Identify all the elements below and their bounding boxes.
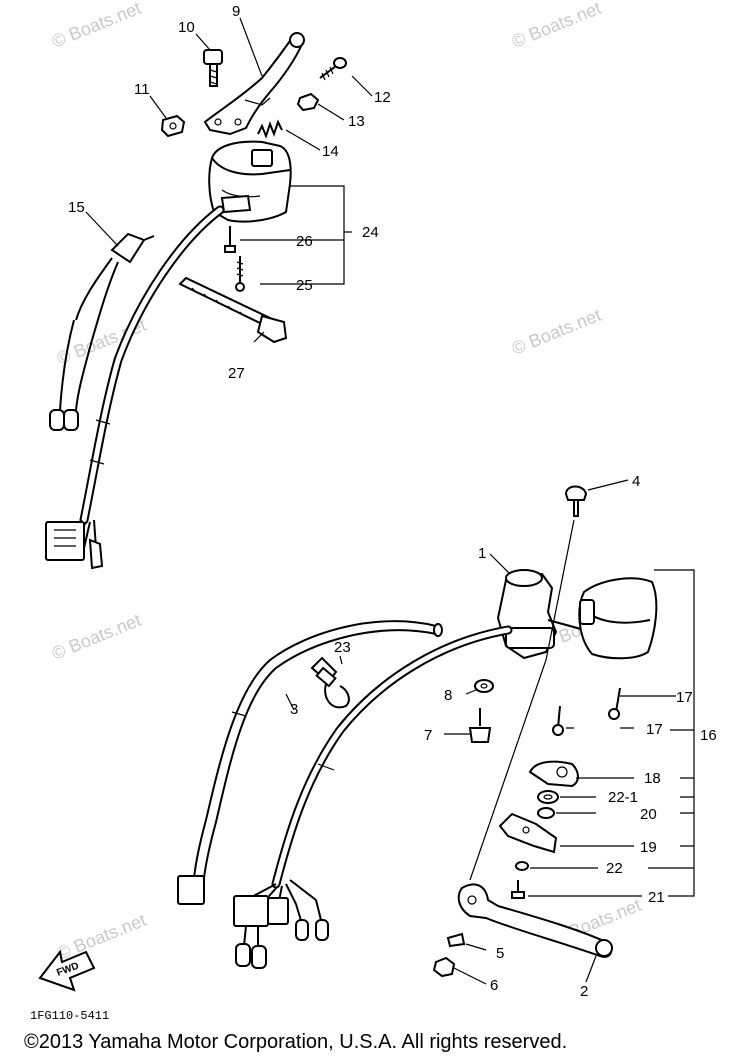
part-7-bolt <box>468 708 492 743</box>
watermark-2: © Boats.net <box>509 0 604 52</box>
callout-17b: 17 <box>646 721 663 738</box>
callout-4: 4 <box>632 473 640 490</box>
part-18-holder <box>528 760 579 788</box>
part-22-washer <box>515 861 529 871</box>
callout-20: 20 <box>640 806 657 823</box>
part-6-nut <box>432 956 456 978</box>
part-15-switch <box>49 232 155 431</box>
callout-bracket-24 <box>240 185 352 285</box>
callout-5: 5 <box>496 945 504 962</box>
part-9-lever <box>203 32 305 136</box>
callout-7: 7 <box>424 727 432 744</box>
part-12-screw <box>319 57 347 81</box>
lower-cable-harness <box>233 625 513 969</box>
callout-25: 25 <box>296 277 313 294</box>
leader-lines-upper <box>85 17 373 343</box>
copyright-notice: ©2013 Yamaha Motor Corporation, U.S.A. A… <box>24 1031 568 1053</box>
part-25-screw <box>235 256 245 292</box>
callout-12: 12 <box>374 89 391 106</box>
part-8-washer <box>474 679 494 693</box>
part-27-band <box>178 276 288 344</box>
part-10-bolt <box>203 49 223 87</box>
fwd-arrow: FWD <box>38 949 96 992</box>
callout-labels: 9 10 11 12 13 14 15 24 26 25 27 4 1 23 3… <box>68 3 717 1000</box>
callout-16: 16 <box>700 727 717 744</box>
callout-22: 22 <box>606 860 623 877</box>
callout-18: 18 <box>644 770 661 787</box>
part-23-clamp <box>310 656 350 709</box>
part-26-screw <box>224 226 236 253</box>
callout-9: 9 <box>232 3 240 20</box>
part-24-switch-housing <box>208 140 292 223</box>
callout-23: 23 <box>334 639 351 656</box>
callout-8: 8 <box>444 687 452 704</box>
watermark-7: © Boats.net <box>54 910 149 964</box>
callout-15: 15 <box>68 199 85 216</box>
part-22-1-washer <box>537 790 559 804</box>
part-14-spring <box>257 119 283 139</box>
part-2-lever <box>457 883 613 958</box>
callout-22-1: 22-1 <box>608 789 638 806</box>
callout-26: 26 <box>296 233 313 250</box>
callout-11: 11 <box>134 81 150 98</box>
part-17-screws <box>552 687 621 736</box>
callout-27: 27 <box>228 365 245 382</box>
callout-bracket-16 <box>648 569 695 897</box>
watermark-1: © Boats.net <box>49 0 144 52</box>
part-16-switch-housing <box>578 577 658 660</box>
watermark-5: © Boats.net <box>49 610 144 664</box>
part-20-washer <box>537 807 555 819</box>
callout-24: 24 <box>362 224 379 241</box>
watermark-4: © Boats.net <box>509 305 604 359</box>
leader-lines-lower <box>285 479 676 985</box>
upper-cable-harness <box>45 205 225 570</box>
callout-14: 14 <box>322 143 339 160</box>
watermarks: © Boats.net © Boats.net © Boats.net © Bo… <box>49 0 644 964</box>
callout-21: 21 <box>648 889 665 906</box>
part-4-bolt <box>564 485 588 517</box>
part-3-cable <box>177 620 443 905</box>
part-5-clip <box>446 932 466 948</box>
part-11-nut <box>160 114 186 138</box>
callout-6: 6 <box>490 977 498 994</box>
callout-19: 19 <box>640 839 657 856</box>
callout-10: 10 <box>178 19 195 36</box>
callout-3: 3 <box>290 701 298 718</box>
part-1-master-cylinder <box>496 569 593 660</box>
diagram-part-code: 1FG110-5411 <box>30 1009 110 1023</box>
callout-2: 2 <box>580 983 588 1000</box>
callout-1: 1 <box>478 545 486 562</box>
part-19-plate <box>498 812 558 854</box>
part-21-screw <box>511 880 525 899</box>
callout-17a: 17 <box>676 689 693 706</box>
callout-13: 13 <box>348 113 365 130</box>
part-13-nut <box>296 92 320 112</box>
